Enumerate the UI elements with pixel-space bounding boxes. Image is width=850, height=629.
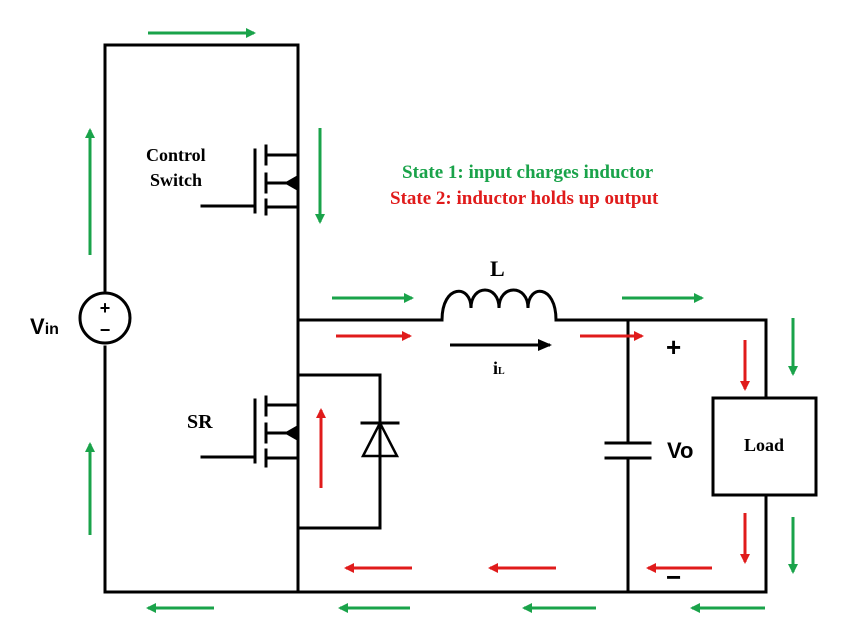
circuit-wiring (103, 43, 768, 594)
control-switch-mosfet (200, 144, 300, 216)
load-block: Load (711, 396, 818, 497)
control-switch-label-line1: Control (146, 145, 206, 165)
sr-label: SR (187, 411, 213, 433)
source-minus-sign: − (100, 320, 111, 340)
input-voltage-source: + − (78, 291, 132, 345)
source-plus-sign: + (100, 298, 111, 318)
load-label: Load (744, 435, 784, 455)
freewheel-diode (360, 420, 400, 458)
legend-state2: State 2: inductor holds up output (390, 188, 659, 209)
inductor-current-label: iL (493, 358, 505, 378)
state1-current-arrows (85, 28, 798, 613)
vin-label: Vin (30, 314, 59, 339)
inductor (440, 288, 558, 321)
legend-state1: State 1: input charges inductor (402, 162, 654, 183)
inductor-label: L (490, 256, 505, 281)
state2-current-arrows (316, 331, 750, 573)
output-capacitor (604, 441, 652, 460)
control-switch-label-line2: Switch (150, 170, 202, 190)
sr-mosfet (200, 395, 300, 468)
vo-label: Vo (667, 438, 693, 463)
output-plus-sign: + (666, 332, 681, 362)
